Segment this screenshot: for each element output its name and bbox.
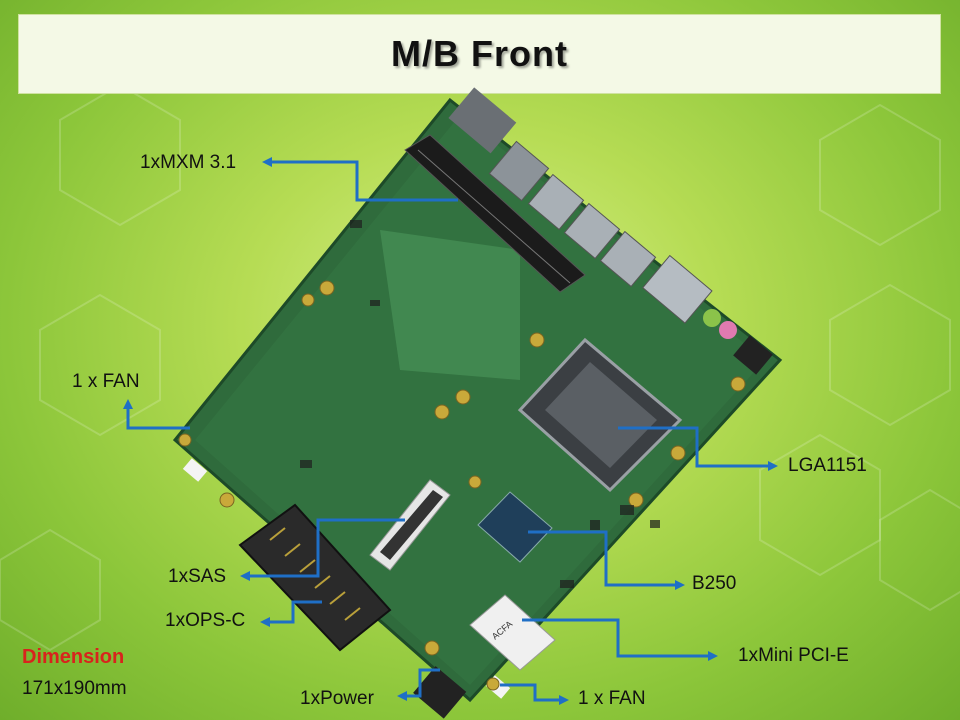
audio-jack-pink	[719, 321, 737, 339]
arrow-mxm	[262, 157, 458, 202]
chipset-b250	[477, 491, 553, 563]
usb-port-2	[563, 202, 621, 260]
serial-port	[448, 87, 517, 154]
arrow-power	[397, 668, 440, 701]
hdmi-port	[642, 254, 713, 324]
arrow-lga	[618, 426, 778, 471]
label-fan-left: 1 x FAN	[72, 371, 140, 392]
audio-jack-green	[703, 309, 721, 327]
label-fan-bottom: 1 x FAN	[578, 688, 646, 709]
power-connector	[413, 666, 467, 719]
fan-header-left	[182, 458, 208, 482]
arrow-minipcie	[522, 618, 718, 661]
usb-port-3	[599, 230, 657, 288]
arrow-ops	[260, 600, 322, 627]
label-mxm: 1xMXM 3.1	[140, 152, 237, 173]
page-title: M/B Front	[391, 33, 568, 74]
arrow-sas	[240, 518, 405, 581]
lan-port	[488, 140, 550, 202]
minipcie-slot	[469, 594, 556, 671]
label-b250: B250	[692, 573, 737, 594]
label-minipcie: 1xMini PCI-E	[738, 645, 849, 666]
dimension-title: Dimension	[22, 646, 125, 668]
dimension-value: 171x190mm	[22, 678, 127, 699]
label-lga: LGA1151	[788, 455, 867, 476]
usb-port-1	[527, 173, 585, 231]
label-sas: 1xSAS	[168, 566, 227, 587]
arrow-b250	[528, 530, 685, 590]
label-power: 1xPower	[300, 688, 374, 709]
label-ops: 1xOPS-C	[165, 610, 246, 631]
arrow-fan-left	[123, 399, 190, 430]
dc-jack	[733, 335, 773, 375]
arrow-fan-bottom	[500, 683, 569, 705]
mxm-slot	[404, 134, 586, 293]
